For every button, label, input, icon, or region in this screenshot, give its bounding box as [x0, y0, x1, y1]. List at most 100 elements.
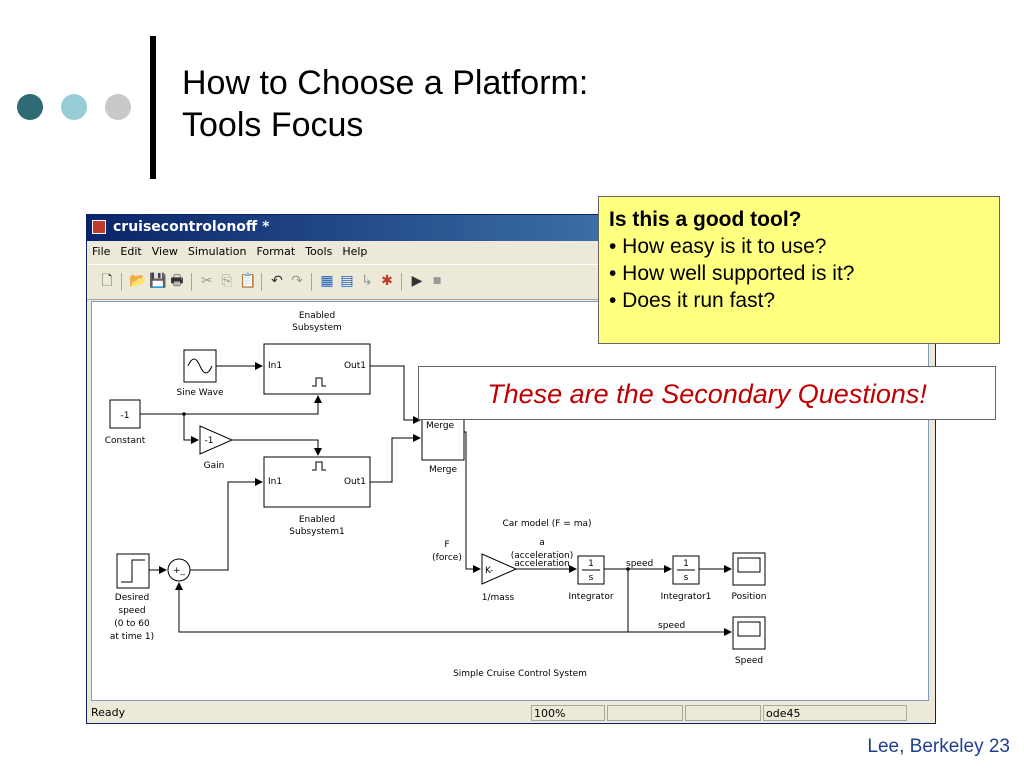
enabled-subsystem-label-2: Subsystem	[292, 323, 342, 333]
callout-bullet: • How well supported is it?	[609, 262, 855, 285]
enabled-subsystem1-label-1: Enabled	[299, 515, 335, 525]
integrator1-denominator: s	[684, 573, 689, 583]
merge-label: Merge	[429, 465, 458, 475]
callout-heading: Is this a good tool?	[609, 208, 802, 231]
mass-label: 1/mass	[482, 593, 515, 603]
toolbar-separator	[311, 273, 312, 291]
sum-signs: +_	[173, 566, 186, 576]
integrator-block[interactable]	[577, 555, 605, 585]
position-scope-screen	[737, 557, 761, 573]
gain-to-enable1-line[interactable]	[232, 439, 322, 456]
integrator1-block[interactable]	[672, 555, 700, 585]
gain-label: Gain	[204, 461, 225, 471]
branch-point	[626, 567, 630, 571]
callout-bullet: • How easy is it to use?	[609, 235, 827, 258]
status-cell	[607, 705, 683, 721]
menu-file[interactable]: File	[92, 245, 111, 258]
model-canvas[interactable]: Enabled Subsystem In1 Out1 Sine Wave -1 …	[91, 301, 929, 701]
menu-tools[interactable]: Tools	[305, 245, 333, 258]
menu-edit[interactable]: Edit	[120, 245, 142, 258]
print-icon[interactable]: 🖶	[170, 273, 184, 289]
speed-signal-label-2: speed	[658, 621, 685, 631]
debug-icon[interactable]: ✱	[381, 273, 393, 289]
gain-value: -1	[205, 436, 214, 446]
mass-gain-block[interactable]	[481, 553, 518, 585]
integrator1-label: Integrator1	[661, 592, 712, 602]
in1-port-label: In1	[268, 477, 282, 487]
constant-to-enable-line[interactable]	[140, 395, 322, 415]
status-text: Ready	[91, 706, 126, 719]
integrator-label: Integrator	[568, 592, 613, 602]
toolbar-separator	[401, 273, 402, 291]
force-label-2: (force)	[432, 553, 462, 563]
app-icon	[92, 220, 106, 234]
toolbar-separator	[191, 273, 192, 291]
zoom-level: 100%	[531, 705, 605, 721]
desired-speed-label-3: (0 to 60	[114, 619, 150, 629]
signal-icon[interactable]: ↳	[361, 273, 373, 289]
menu-simulation[interactable]: Simulation	[187, 245, 247, 258]
acceleration-label-2: (acceleration)	[511, 551, 573, 561]
paste-icon[interactable]: 📋	[239, 273, 257, 289]
stop-icon[interactable]: ■	[432, 276, 442, 286]
save-icon[interactable]: 💾	[149, 273, 167, 289]
enable-port-icon	[312, 377, 326, 387]
open-icon[interactable]: 📂	[129, 273, 147, 289]
speed-scope-screen	[737, 621, 761, 637]
decor-dot-3	[105, 94, 131, 120]
library-icon[interactable]: ▦	[320, 273, 334, 289]
copy-icon[interactable]: ⎘	[221, 273, 233, 289]
enabled-subsystem-label-1: Enabled	[299, 311, 335, 321]
out1-port-label: Out1	[344, 361, 366, 371]
title-line-1: How to Choose a Platform:	[182, 64, 589, 102]
undo-icon[interactable]: ↶	[271, 273, 283, 289]
run-icon[interactable]: ▶	[411, 273, 423, 289]
block-diagram: Enabled Subsystem In1 Out1 Sine Wave -1 …	[105, 311, 767, 679]
subsystem1-to-merge-line[interactable]	[370, 434, 421, 483]
step-block[interactable]	[116, 553, 150, 589]
model-browser-icon[interactable]: ▤	[340, 273, 354, 289]
position-scope-label: Position	[731, 592, 766, 602]
status-cell	[685, 705, 761, 721]
merge-to-mass-line[interactable]	[464, 431, 481, 573]
branch-point	[182, 412, 186, 416]
acceleration-signal-label: acceleration	[514, 559, 569, 569]
force-label-1: F	[444, 540, 449, 550]
constant-label: Constant	[105, 436, 146, 446]
window-title: cruisecontrolonoff *	[113, 219, 270, 235]
speed-scope-block[interactable]	[732, 616, 766, 650]
mass-gain-value: K-	[485, 566, 493, 576]
constant-value: -1	[121, 411, 130, 421]
integrator-numerator: 1	[588, 559, 594, 569]
enabled-subsystem-block[interactable]	[263, 343, 371, 395]
title-line-2: Tools Focus	[182, 106, 364, 144]
gain-block[interactable]	[199, 425, 234, 455]
callout-bullet: • Does it run fast?	[609, 289, 776, 312]
step-icon	[121, 559, 145, 583]
desired-speed-label-4: at time 1)	[110, 632, 154, 642]
speed-feedback-line[interactable]	[175, 582, 628, 633]
slide-footer: Lee, Berkeley 23	[867, 736, 1010, 757]
car-model-label: Car model (F = ma)	[503, 519, 592, 529]
system-title-label: Simple Cruise Control System	[453, 669, 587, 679]
toolbar-separator	[121, 273, 122, 291]
menu-help[interactable]: Help	[342, 245, 368, 258]
subsystem-to-merge-line[interactable]	[370, 365, 421, 424]
sum-to-subsystem1-line[interactable]	[190, 478, 263, 571]
menu-view[interactable]: View	[151, 245, 178, 258]
cut-icon[interactable]: ✂	[201, 273, 213, 289]
constant-to-gain-line[interactable]	[183, 414, 199, 444]
toolbar-separator	[261, 273, 262, 291]
decor-dot-2	[61, 94, 87, 120]
redo-icon[interactable]: ↷	[291, 273, 303, 289]
decor-dot-1	[17, 94, 43, 120]
sine-wave-icon	[187, 358, 213, 374]
slide-title: How to Choose a Platform: Tools Focus	[182, 62, 588, 146]
integrator1-numerator: 1	[683, 559, 689, 569]
desired-speed-label-2: speed	[118, 606, 145, 616]
menu-format[interactable]: Format	[256, 245, 296, 258]
position-scope-block[interactable]	[732, 552, 766, 586]
speed-scope-label: Speed	[735, 656, 763, 666]
new-icon[interactable]: 🗋	[101, 273, 113, 289]
acceleration-label-1: a	[539, 538, 545, 548]
